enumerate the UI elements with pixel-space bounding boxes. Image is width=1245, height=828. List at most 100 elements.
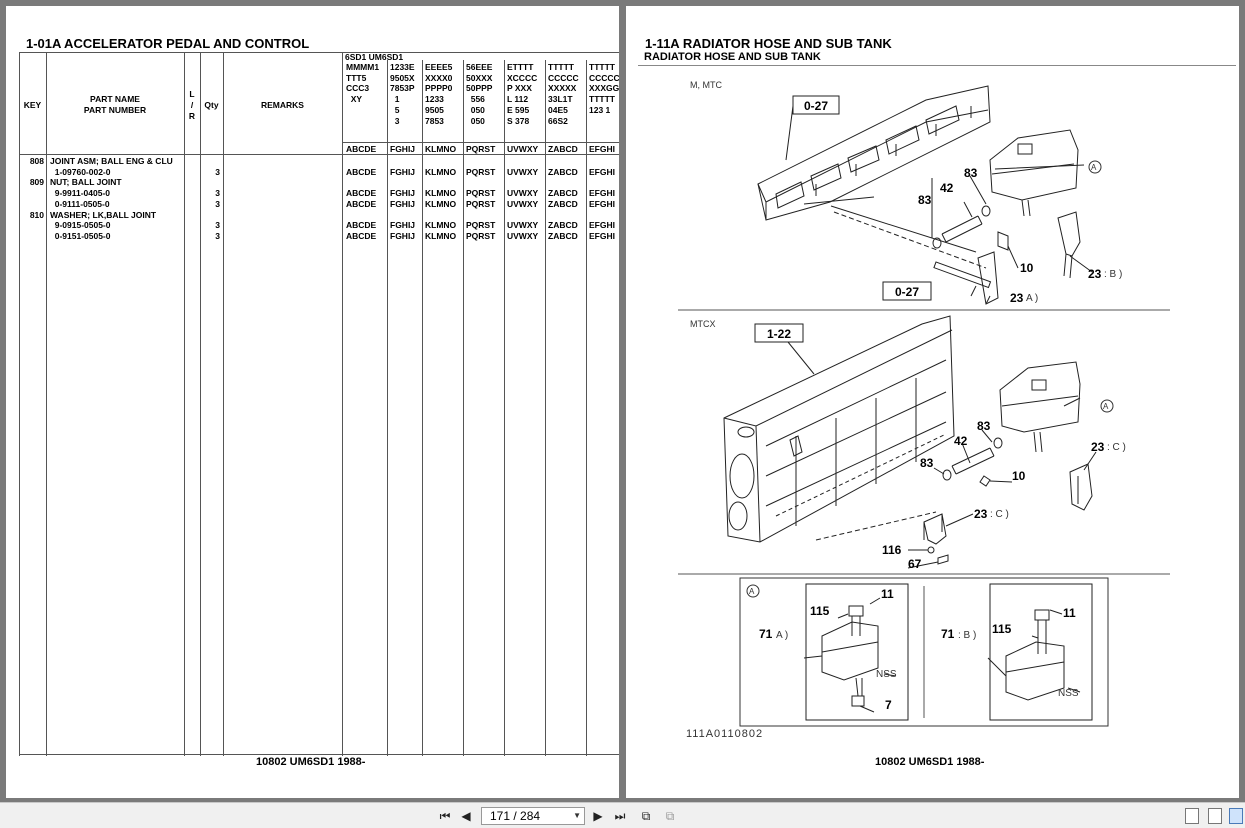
- lr-header-sep: /: [190, 100, 194, 110]
- code-cell: PQRST: [466, 166, 496, 177]
- part-name-cell: 1-09760-002-0: [50, 166, 111, 177]
- code-cell: UVWXY: [507, 230, 539, 241]
- variant-label: MTCX: [690, 319, 716, 329]
- key-header: KEY: [23, 100, 42, 110]
- part-name-cell: 0-9151-0505-0: [50, 230, 111, 241]
- code-cell: ABCDE: [346, 230, 377, 241]
- callout-label: 11: [881, 587, 894, 601]
- lr-header-r: R: [188, 111, 196, 121]
- callout-marker-a: A: [749, 587, 755, 596]
- code-cell: PQRST: [466, 188, 496, 199]
- code-cell: KLMNO: [425, 220, 457, 231]
- drawing-number: 111A0110802: [686, 728, 763, 740]
- next-page-icon[interactable]: ▶: [593, 809, 603, 823]
- section-subtitle: RADIATOR HOSE AND SUB TANK: [644, 51, 821, 63]
- callout-label: 83: [964, 166, 978, 180]
- code-cell: PQRST: [466, 230, 496, 241]
- single-page-view-icon[interactable]: [1185, 808, 1199, 824]
- part-name-cell: NUT; BALL JOINT: [50, 177, 122, 188]
- part-name-cell: WASHER; LK,BALL JOINT: [50, 209, 157, 220]
- code-cell: EFGHI: [589, 230, 615, 241]
- prev-page-icon[interactable]: ◀: [461, 809, 471, 823]
- qty-cell: 3: [215, 166, 220, 177]
- key-cell: 808: [29, 156, 44, 166]
- callout-label: 23: [1010, 291, 1024, 305]
- code-cell: KLMNO: [425, 198, 457, 209]
- qty-cell: 3: [215, 230, 220, 241]
- code-cell: FGHIJ: [390, 230, 416, 241]
- code-cell: UVWXY: [507, 198, 539, 209]
- callout-label: 10: [1012, 469, 1026, 483]
- page-indicator: 171 / 284: [490, 809, 541, 823]
- code-cell: PQRST: [466, 198, 496, 209]
- key-cell: 810: [29, 209, 44, 220]
- table-row: 808 JOINT ASM; BALL ENG & CLU: [19, 156, 619, 167]
- last-page-icon[interactable]: ⏭: [614, 809, 626, 823]
- fit-page-icon[interactable]: ⧉: [641, 809, 651, 823]
- callout-label: 83: [918, 193, 932, 207]
- remarks-header: REMARKS: [261, 100, 304, 110]
- callout-label: 115: [810, 604, 830, 618]
- part-number-header: PART NUMBER: [83, 105, 147, 115]
- model-group-header: 6SD1 UM6SD1: [345, 52, 404, 62]
- ref-box-0-27-bottom: 0-27: [895, 285, 919, 299]
- callout-suffix: A ): [776, 630, 788, 641]
- part-name-header: PART NAME: [90, 94, 140, 104]
- section-title: 1-01A ACCELERATOR PEDAL AND CONTROL: [26, 36, 310, 51]
- code-cell: ZABCD: [548, 230, 578, 241]
- chevron-down-icon: ▼: [573, 811, 581, 820]
- code-cell: EFGHI: [589, 198, 615, 209]
- fit-width-icon[interactable]: ⧉: [665, 809, 675, 823]
- callout-suffix: : B ): [1104, 269, 1122, 280]
- code-cell: UVWXY: [507, 220, 539, 231]
- callout-label: 23: [1091, 440, 1105, 454]
- code-cell: FGHIJ: [390, 188, 416, 199]
- code-col-header: TTTTT CCCCC XXXGG TTTTT 123 1: [589, 62, 619, 115]
- table-row: 810 WASHER; LK,BALL JOINT: [19, 210, 619, 221]
- code-cell: UVWXY: [507, 188, 539, 199]
- code-cell: ABCDE: [346, 220, 377, 231]
- qty-cell: 3: [215, 220, 220, 231]
- first-page-icon[interactable]: ⏮: [439, 809, 451, 823]
- callout-label: 42: [940, 181, 954, 195]
- callout-label: 23: [974, 507, 988, 521]
- code-cell: KLMNO: [425, 166, 457, 177]
- callout-label: 11: [1063, 606, 1076, 620]
- code-label: ABCDE: [346, 144, 377, 154]
- code-cell: EFGHI: [589, 166, 615, 177]
- viewer-toolbar: ⏮ ◀ 171 / 284 ▼ ▶ ⏭ ⧉ ⧉: [0, 802, 1245, 828]
- part-name-cell: 9-9911-0405-0: [50, 188, 111, 199]
- qty-header: Qty: [204, 100, 219, 110]
- code-cell: EFGHI: [589, 220, 615, 231]
- qty-cell: 3: [215, 198, 220, 209]
- code-cell: KLMNO: [425, 230, 457, 241]
- code-col-header: EEEE5 XXXX0 PPPP0 1233 9505 7853: [425, 62, 453, 126]
- page-number-input[interactable]: 171 / 284 ▼: [481, 807, 585, 825]
- code-cell: UVWXY: [507, 166, 539, 177]
- qty-cell: 3: [215, 188, 220, 199]
- facing-view-icon[interactable]: [1229, 808, 1243, 824]
- code-cell: ZABCD: [548, 188, 578, 199]
- callout-suffix: : B ): [958, 630, 976, 641]
- code-cell: KLMNO: [425, 188, 457, 199]
- code-cell: EFGHI: [589, 188, 615, 199]
- code-cell: ABCDE: [346, 198, 377, 209]
- ref-box-1-22: 1-22: [767, 327, 791, 341]
- code-cell: ABCDE: [346, 166, 377, 177]
- left-page: 1-01A ACCELERATOR PEDAL AND CONTROL KEY …: [6, 6, 619, 798]
- code-cell: ZABCD: [548, 166, 578, 177]
- lr-header-l: L: [189, 89, 195, 99]
- part-name-cell: 0-9111-0505-0: [50, 198, 110, 209]
- code-cell: ZABCD: [548, 220, 578, 231]
- continuous-view-icon[interactable]: [1208, 808, 1222, 824]
- part-name-cell: JOINT ASM; BALL ENG & CLU: [50, 156, 173, 166]
- code-cell: PQRST: [466, 220, 496, 231]
- code-cell: ABCDE: [346, 188, 377, 199]
- table-row: 0-9151-0505-0 3 ABCDE FGHIJ KLMNO PQRST UVWXY Z…: [19, 231, 619, 242]
- exploded-diagram: 0-27 0-27 1-22 M, MTC MTCX A A A 83 42 8…: [678, 80, 1170, 740]
- page-footer: 10802 UM6SD1 1988-: [256, 756, 366, 768]
- callout-label: 10: [1020, 261, 1034, 275]
- parts-table: KEY PART NAME PART NUMBER L / R Qty REMA…: [19, 52, 619, 756]
